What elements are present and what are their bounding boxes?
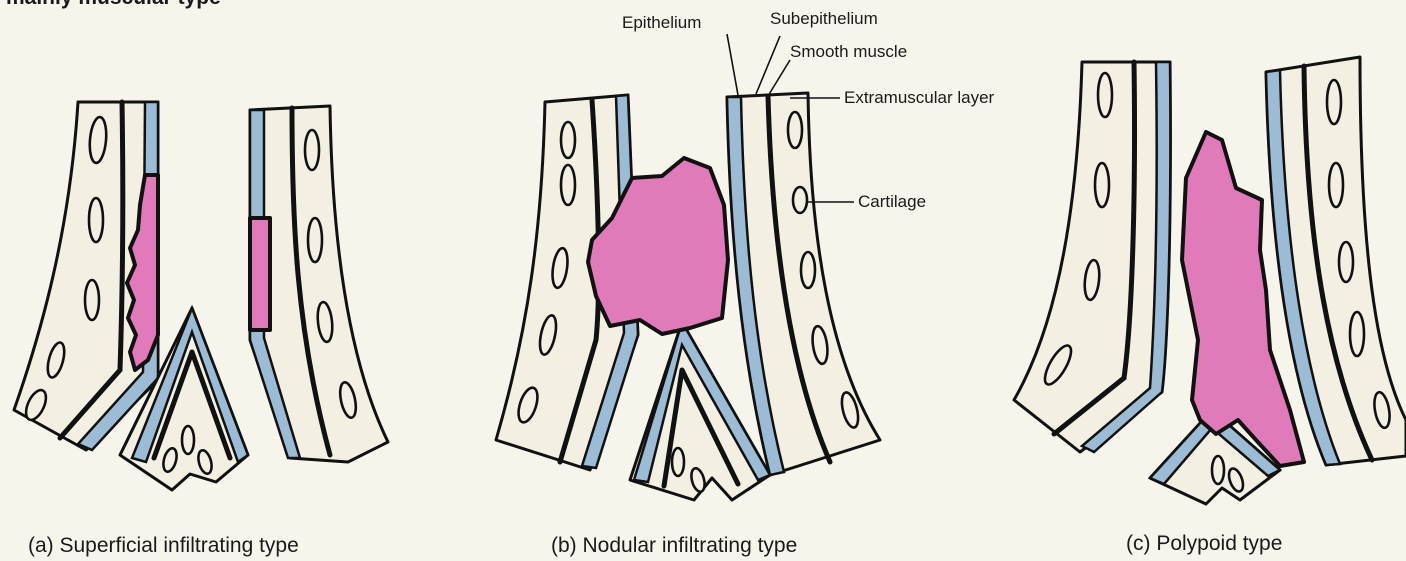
subepithelium-label: Subepithelium <box>770 9 878 28</box>
figure-heading: mainly muscular type <box>6 0 221 9</box>
panel-a-right-tumor <box>250 218 270 330</box>
epithelium-label: Epithelium <box>622 13 701 32</box>
smooth-muscle-label: Smooth muscle <box>790 42 907 61</box>
panel-c-diagram <box>1014 57 1406 504</box>
extramuscular-layer-label: Extramuscular layer <box>844 88 995 107</box>
caption-a: (a) Superficial infiltrating type <box>28 534 299 557</box>
panel-a-diagram <box>14 102 388 490</box>
panel-b-diagram <box>496 93 880 500</box>
cartilage-label: Cartilage <box>858 192 926 211</box>
caption-c: (c) Polypoid type <box>1126 532 1282 555</box>
caption-b: (b) Nodular infiltrating type <box>551 534 797 557</box>
